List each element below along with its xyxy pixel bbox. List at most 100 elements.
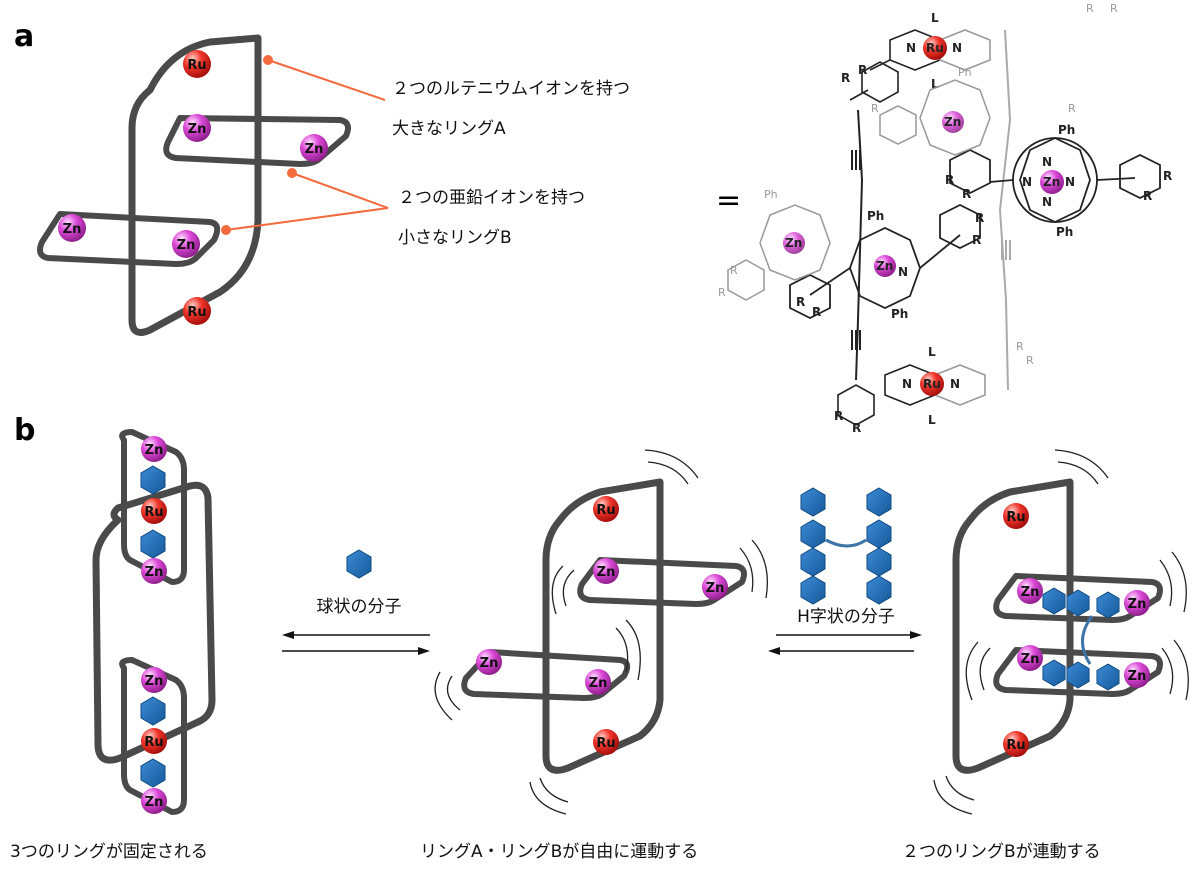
equals-sign: = [716, 183, 741, 218]
svg-text:Ph: Ph [1056, 225, 1073, 239]
ion-zn: Zn [141, 667, 167, 693]
svg-text:Zn: Zn [145, 565, 164, 580]
ring-a-desc-line2: 大きなリングA [392, 119, 506, 139]
guest-hexagon [140, 465, 166, 495]
ring-b-desc-line2: 小さなリングB [398, 228, 512, 248]
svg-text:Zn: Zn [944, 115, 961, 129]
svg-text:Zn: Zn [305, 142, 324, 157]
arrow-label-spherical: 球状の分子 [317, 597, 402, 617]
svg-text:N: N [1022, 175, 1032, 189]
svg-text:Ru: Ru [144, 735, 163, 750]
ion-zn: Zn [141, 788, 167, 814]
svg-text:Zn: Zn [1128, 669, 1147, 684]
svg-text:R: R [972, 233, 981, 247]
svg-text:R: R [796, 295, 805, 309]
svg-text:R: R [1110, 2, 1118, 15]
svg-text:N: N [1042, 195, 1052, 209]
ion-zn: Zn [593, 558, 619, 584]
equilibrium-arrows-right [768, 631, 922, 655]
ion-zn: Zn [141, 436, 167, 462]
svg-text:R: R [718, 286, 726, 299]
state1-ring-b-lower [119, 657, 187, 815]
svg-text:Zn: Zn [597, 565, 616, 580]
svg-text:Zn: Zn [1021, 585, 1040, 600]
state2-ring-a [542, 478, 664, 774]
svg-text:Ru: Ru [596, 736, 615, 751]
svg-text:Zn: Zn [706, 581, 725, 596]
svg-text:R: R [834, 409, 843, 423]
svg-text:L: L [928, 345, 936, 359]
svg-text:Ru: Ru [1006, 738, 1025, 753]
state2-assembly [461, 478, 747, 774]
ion-zn-a1: Zn [183, 114, 211, 142]
svg-text:N: N [902, 377, 912, 391]
svg-text:R: R [962, 187, 971, 201]
ion-ru: Ru [141, 728, 167, 754]
ion-zn-a2: Zn [300, 134, 328, 162]
ion-ru: Ru [1003, 731, 1029, 757]
state1-assembly [92, 429, 216, 815]
svg-text:R: R [1068, 102, 1076, 115]
state3-ring-b-upper [993, 573, 1163, 623]
svg-text:N: N [950, 377, 960, 391]
caption-state1: 3つのリングが固定される [10, 842, 208, 862]
state2-ions: Ru Zn Zn Zn Zn Ru [476, 496, 728, 755]
ion-ru-bottom: Ru [183, 297, 211, 325]
state3-ions: Ru Zn Zn Zn Zn Ru [1003, 503, 1150, 757]
svg-text:R: R [841, 71, 850, 85]
svg-text:Zn: Zn [145, 674, 164, 689]
svg-text:Ru: Ru [596, 503, 615, 518]
svg-text:Zn: Zn [589, 676, 608, 691]
panel-label-b: b [14, 413, 35, 448]
svg-text:R: R [1086, 2, 1094, 15]
ring-b-lower [37, 211, 221, 267]
svg-text:L: L [928, 413, 936, 427]
svg-text:Zn: Zn [145, 795, 164, 810]
guest-hexagon [140, 696, 166, 726]
svg-text:R: R [871, 102, 879, 115]
state2-ring-b-upper [577, 557, 747, 607]
svg-text:Zn: Zn [876, 259, 893, 273]
caption-state2: リングA・リングBが自由に運動する [420, 842, 698, 862]
guest-hexagon [140, 758, 166, 788]
svg-text:Zn: Zn [1128, 597, 1147, 612]
state3-motion-arcs [933, 449, 1189, 815]
ring-b-desc-line1: ２つの亜鉛イオンを持つ [398, 188, 585, 208]
svg-text:R: R [1016, 340, 1024, 353]
svg-text:N: N [952, 41, 962, 55]
svg-text:Zn: Zn [480, 656, 499, 671]
state3-ring-b-lower [993, 647, 1163, 697]
ion-zn: Zn [1124, 590, 1150, 616]
svg-text:Ph: Ph [891, 307, 908, 321]
svg-text:Zn: Zn [1021, 652, 1040, 667]
svg-text:R: R [858, 63, 867, 77]
svg-text:N: N [906, 41, 916, 55]
ion-zn: Zn [1017, 578, 1043, 604]
svg-text:Ru: Ru [187, 305, 206, 320]
svg-text:Zn: Zn [785, 236, 802, 250]
h-shaped-molecule-icon [800, 487, 892, 605]
svg-text:L: L [931, 77, 939, 91]
svg-text:Ru: Ru [923, 377, 941, 391]
ion-zn: Zn [141, 558, 167, 584]
ion-ru: Ru [1003, 503, 1029, 529]
schematic-catenane [37, 34, 351, 336]
ring-a-desc-line1: ２つのルテニウムイオンを持つ [392, 79, 630, 99]
svg-text:Ru: Ru [1006, 510, 1025, 525]
state2-motion-arcs [434, 449, 769, 815]
svg-text:N: N [1065, 175, 1075, 189]
svg-text:Ru: Ru [187, 58, 206, 73]
ion-zn: Zn [476, 649, 502, 675]
svg-text:Ru: Ru [144, 505, 163, 520]
svg-text:R: R [1143, 189, 1152, 203]
ion-ru: Ru [141, 498, 167, 524]
svg-text:N: N [898, 265, 908, 279]
ion-zn: Zn [1017, 645, 1043, 671]
svg-text:Zn: Zn [145, 443, 164, 458]
ring-b-upper [163, 115, 351, 167]
svg-text:R: R [852, 421, 861, 435]
svg-text:Zn: Zn [188, 122, 207, 137]
arrow-label-h-shaped: H字状の分子 [797, 607, 895, 627]
panel-label-a: a [14, 19, 34, 54]
